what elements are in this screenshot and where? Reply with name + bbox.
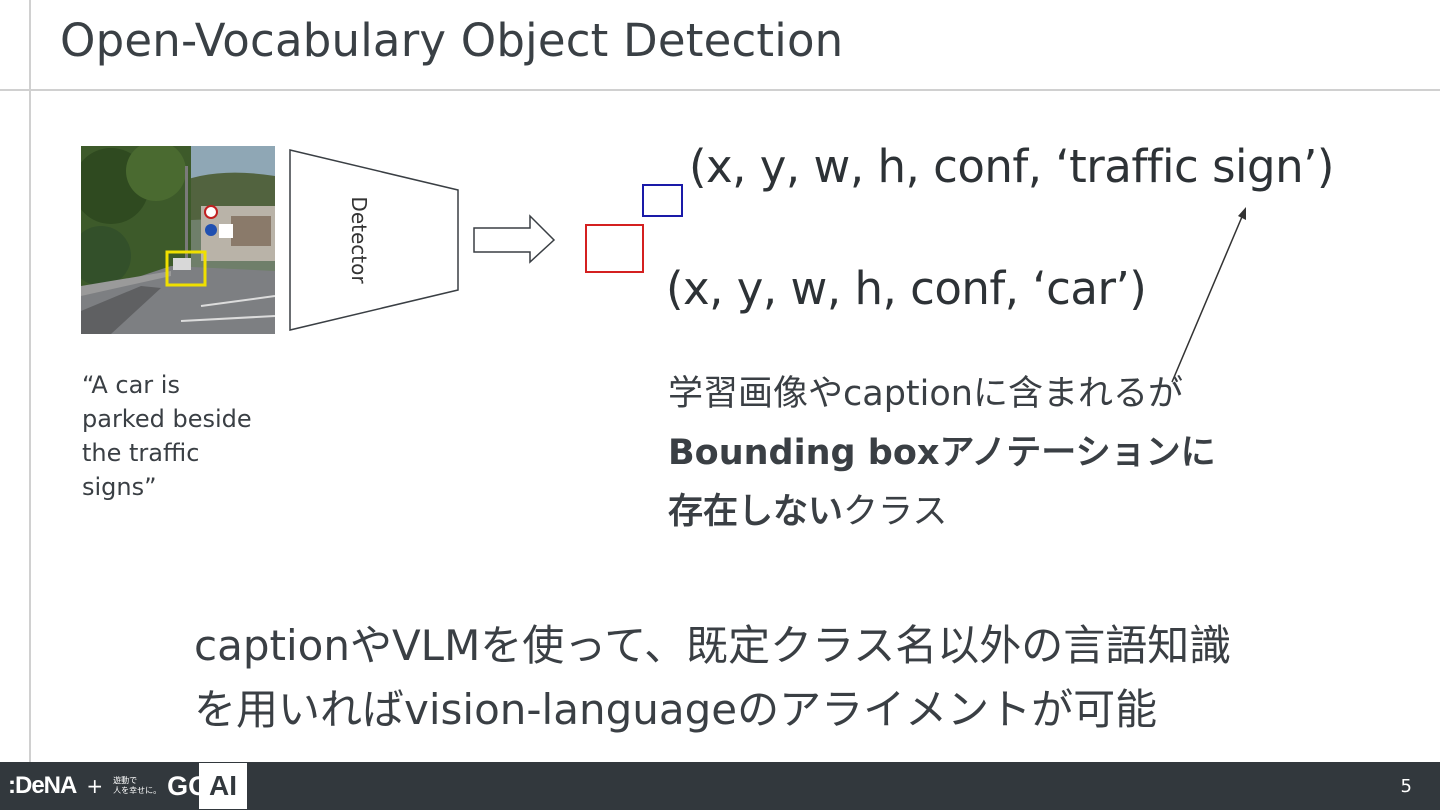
slogan-line-2: 人を幸せに。 (113, 786, 161, 796)
conclusion-text: captionやVLMを使って、既定クラス名以外の言語知識 を用いればvisio… (194, 614, 1231, 742)
image-caption: “A car is parked beside the traffic sign… (82, 368, 282, 504)
description-line-3-bold: 存在しない (668, 492, 843, 532)
detector-shape (290, 150, 458, 330)
caption-line: “A car is (82, 368, 282, 402)
right-arrow-icon (474, 216, 554, 262)
footer-bar: :DeNA + 遊動で 人を幸せに。 GO AI 5 (0, 762, 1440, 810)
ai-label: AI (209, 770, 237, 802)
caption-line: parked beside (82, 402, 282, 436)
caption-line: the traffic (82, 436, 282, 470)
description-line-3: 存在しないクラス (668, 483, 1216, 542)
novel-class-description: 学習画像やcaptionに含まれるが Bounding boxアノテーションに … (668, 365, 1216, 542)
dena-logo: :DeNA (8, 772, 76, 800)
slogan-line-1: 遊動で (113, 776, 161, 786)
car-output-box (586, 225, 643, 272)
page-number: 5 (1401, 776, 1412, 797)
conclusion-line-1: captionやVLMを使って、既定クラス名以外の言語知識 (194, 614, 1231, 678)
sign-output-box (643, 185, 682, 216)
plus-sign: + (86, 774, 103, 798)
description-line-3-normal: クラス (843, 492, 947, 532)
caption-line: signs” (82, 470, 282, 504)
description-line-1: 学習画像やcaptionに含まれるが (668, 365, 1216, 424)
traffic-sign-output-label: (x, y, w, h, conf, ‘traffic sign’) (689, 140, 1334, 193)
slogan-logo: 遊動で 人を幸せに。 (113, 776, 161, 796)
detector-label: Detector (347, 196, 371, 284)
conclusion-line-2: を用いればvision-languageのアライメントが可能 (194, 678, 1231, 742)
ai-badge: AI (199, 763, 247, 809)
car-highlight-box (167, 252, 205, 285)
pointer-line (1172, 212, 1244, 382)
car-output-label: (x, y, w, h, conf, ‘car’) (666, 262, 1146, 315)
description-line-2: Bounding boxアノテーションに (668, 424, 1216, 483)
footer-logos: :DeNA + 遊動で 人を幸せに。 GO (0, 762, 209, 810)
